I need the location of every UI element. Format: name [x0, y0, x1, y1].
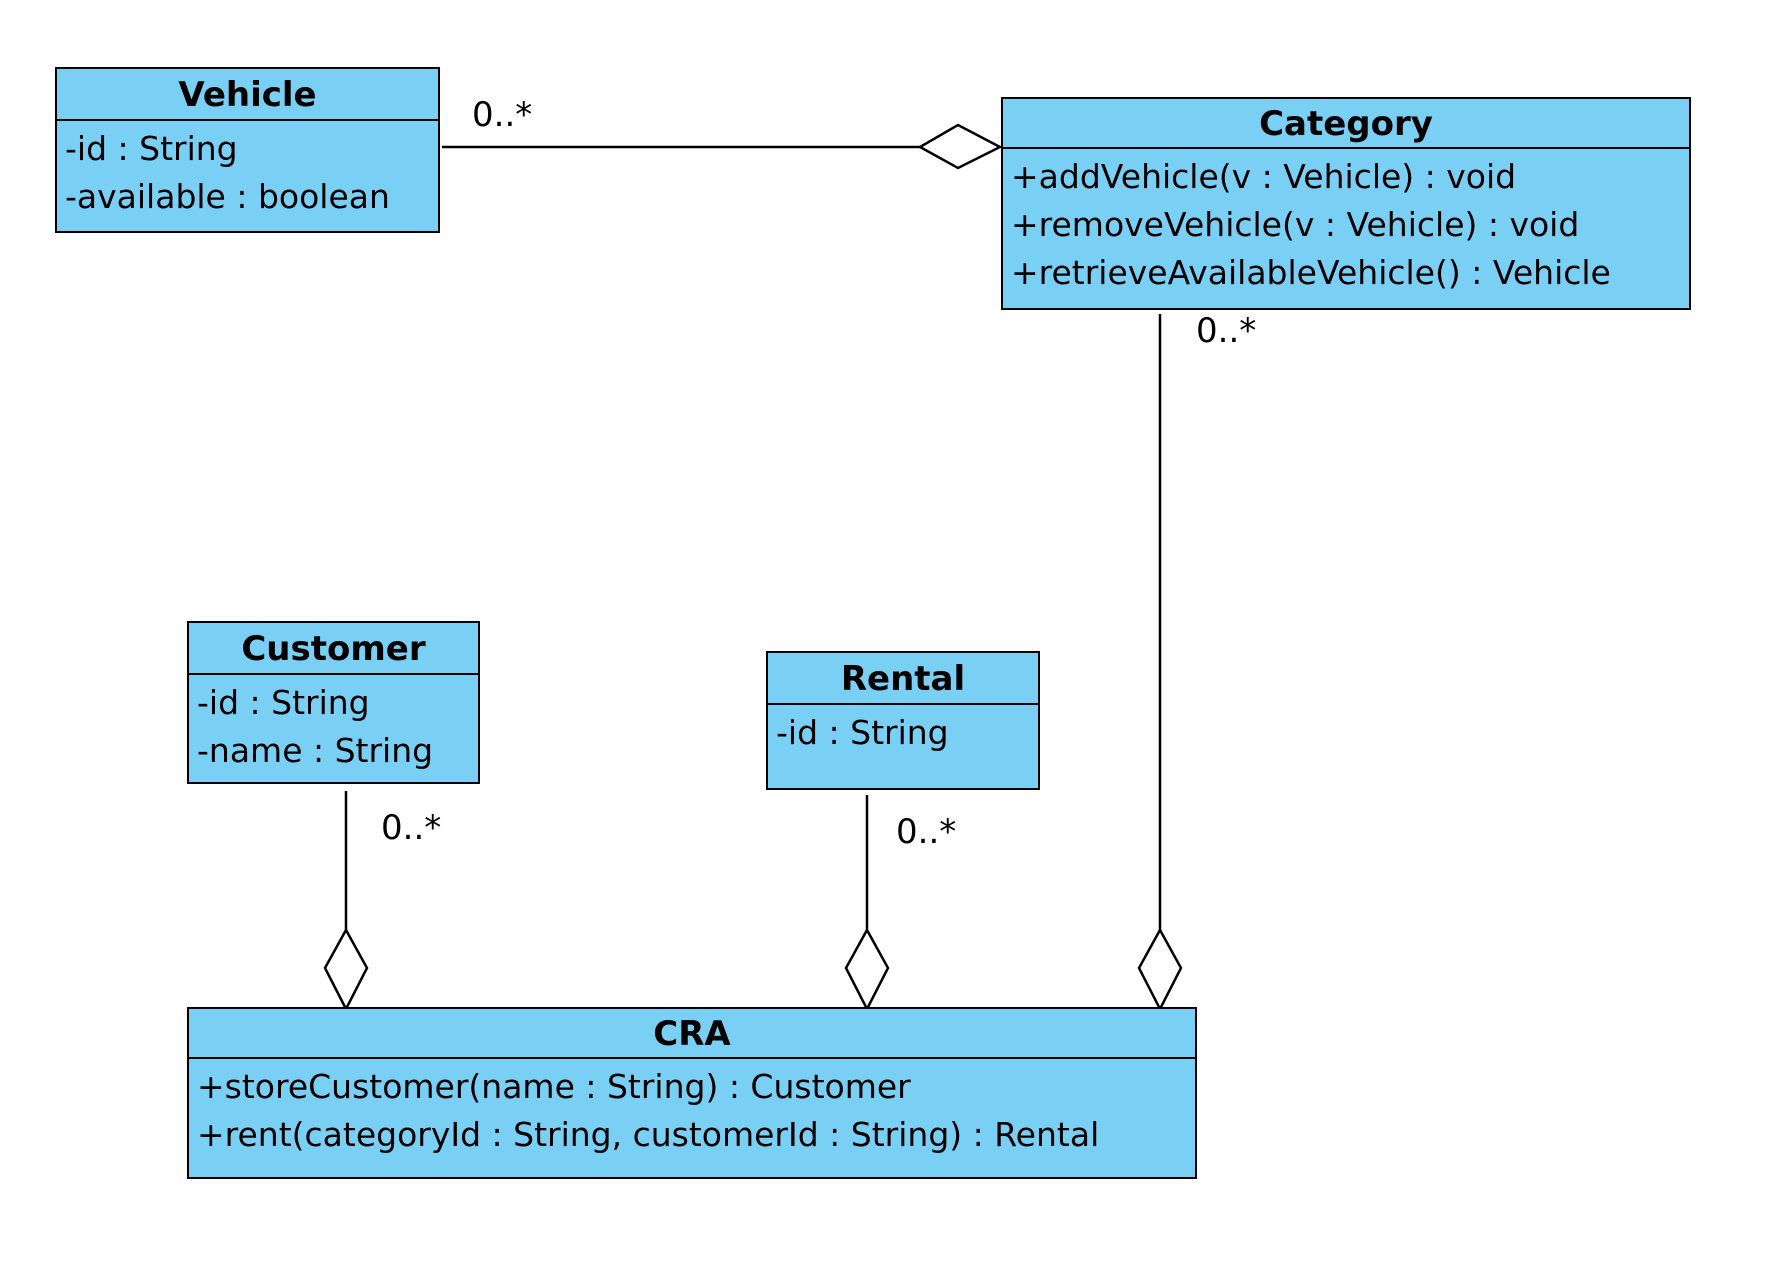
class-rental[interactable]: Rental -id : String: [766, 651, 1040, 790]
attribute: -id : String: [65, 129, 238, 168]
aggregation-diamond: [323, 927, 369, 1012]
class-customer[interactable]: Customer -id : String -name : String: [187, 621, 480, 784]
class-name: CRA: [189, 1009, 1195, 1059]
attribute: -name : String: [197, 731, 434, 770]
class-cra[interactable]: CRA +storeCustomer(name : String) : Cust…: [187, 1007, 1197, 1179]
association-customer-cra[interactable]: [323, 791, 369, 1012]
multiplicity-category-cra: 0..*: [1196, 311, 1257, 351]
attribute: -id : String: [197, 683, 370, 722]
class-vehicle[interactable]: Vehicle -id : String -available : boolea…: [55, 67, 440, 233]
multiplicity-vehicle-category: 0..*: [472, 95, 533, 135]
attribute-list: -id : String -available : boolean: [57, 121, 438, 221]
operation: +addVehicle(v : Vehicle) : void: [1011, 157, 1517, 196]
class-category[interactable]: Category +addVehicle(v : Vehicle) : void…: [1001, 97, 1691, 310]
aggregation-diamond: [917, 123, 1003, 170]
association-vehicle-category[interactable]: [442, 123, 1003, 170]
operation: +removeVehicle(v : Vehicle) : void: [1011, 205, 1580, 244]
operation: +rent(categoryId : String, customerId : …: [197, 1115, 1100, 1154]
association-category-cra[interactable]: [1137, 314, 1183, 1012]
operation-list: +addVehicle(v : Vehicle) : void +removeV…: [1003, 149, 1689, 297]
operation-list: +storeCustomer(name : String) : Customer…: [189, 1059, 1195, 1159]
operation: +retrieveAvailableVehicle() : Vehicle: [1011, 253, 1611, 292]
aggregation-diamond: [844, 927, 890, 1012]
class-name: Rental: [768, 653, 1038, 705]
attribute: -id : String: [776, 713, 949, 752]
association-rental-cra[interactable]: [844, 795, 890, 1012]
attribute-list: -id : String: [768, 705, 1038, 757]
multiplicity-rental-cra: 0..*: [896, 812, 957, 852]
aggregation-diamond: [1137, 927, 1183, 1012]
multiplicity-customer-cra: 0..*: [381, 808, 442, 848]
class-name: Vehicle: [57, 69, 438, 121]
attribute-list: -id : String -name : String: [189, 675, 478, 775]
operation: +storeCustomer(name : String) : Customer: [197, 1067, 911, 1106]
class-name: Customer: [189, 623, 478, 675]
attribute: -available : boolean: [65, 177, 390, 216]
class-name: Category: [1003, 99, 1689, 149]
